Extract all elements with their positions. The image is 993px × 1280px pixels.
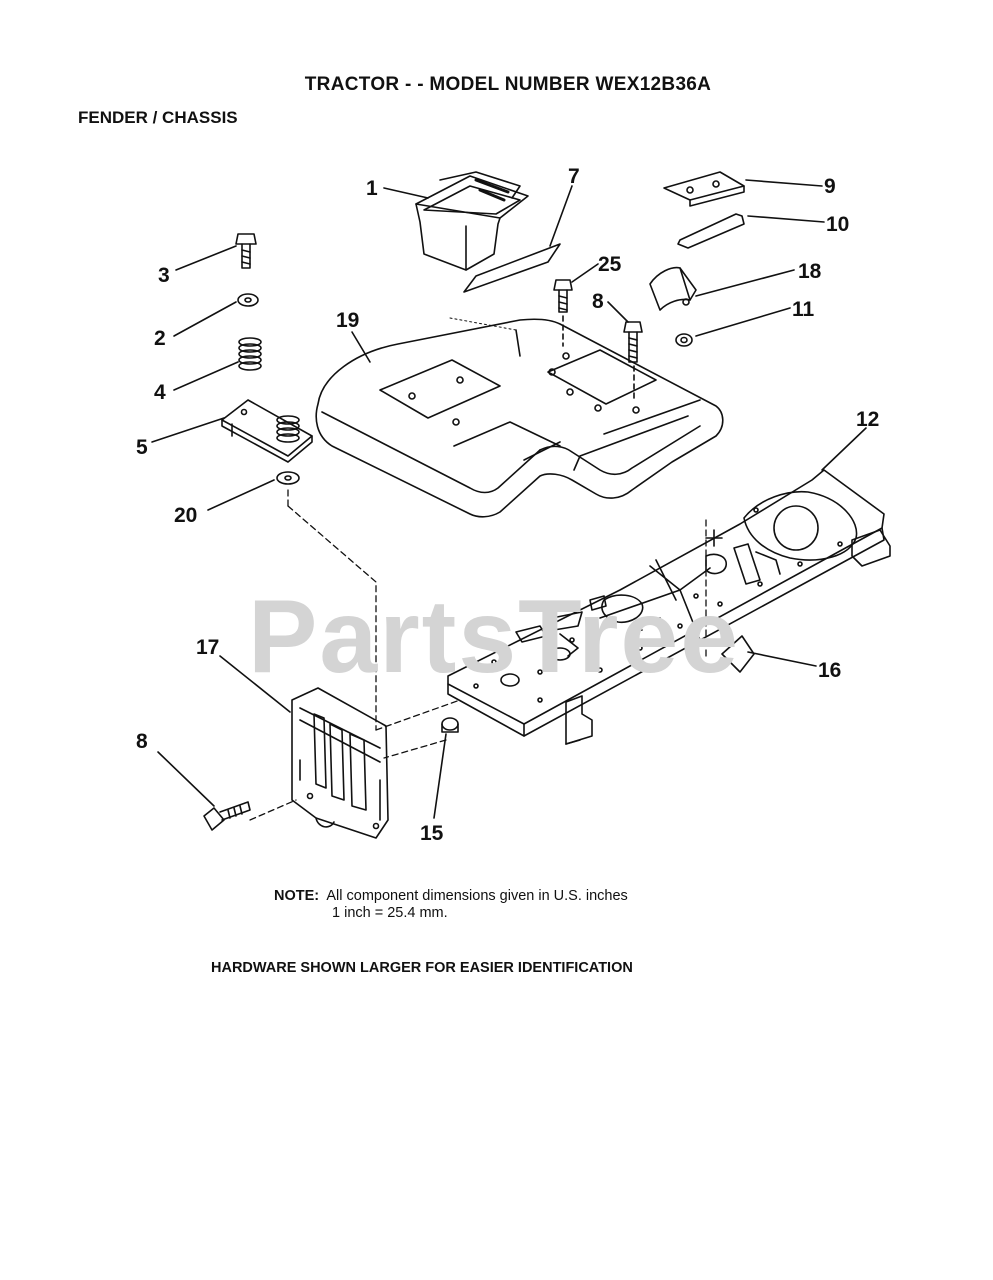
part-seat-bracket-5 bbox=[221, 399, 313, 463]
part-decal bbox=[463, 243, 561, 293]
callout-17: 17 bbox=[196, 636, 219, 659]
callout-8-upper: 8 bbox=[592, 290, 604, 313]
callout-1: 1 bbox=[366, 177, 378, 200]
callout-5: 5 bbox=[136, 436, 148, 459]
callout-3: 3 bbox=[158, 264, 170, 287]
callout-16: 16 bbox=[818, 659, 841, 682]
callout-15: 15 bbox=[420, 822, 444, 845]
dimension-note: NOTE: All component dimensions given in … bbox=[274, 888, 628, 922]
part-washer-2 bbox=[237, 293, 259, 307]
part-clip-18 bbox=[649, 266, 697, 311]
callout-8-lower: 8 bbox=[136, 730, 148, 753]
part-chassis-frame-12 bbox=[447, 469, 891, 745]
part-bolt-25 bbox=[553, 279, 573, 347]
part-plate-10 bbox=[677, 213, 745, 249]
part-storage-tray bbox=[415, 171, 529, 271]
callout-19: 19 bbox=[336, 309, 359, 332]
part-bracket-9 bbox=[663, 171, 745, 207]
callout-18: 18 bbox=[798, 260, 822, 283]
page-title: TRACTOR - - MODEL NUMBER WEX12B36A bbox=[304, 74, 712, 95]
part-clip-16 bbox=[721, 635, 755, 673]
part-bolt-3 bbox=[235, 233, 257, 269]
callout-20: 20 bbox=[174, 504, 197, 527]
part-bolt-8-upper bbox=[623, 321, 643, 399]
callout-12: 12 bbox=[856, 408, 879, 431]
part-bolt-8-lower bbox=[203, 801, 251, 831]
note-label: NOTE: bbox=[274, 888, 320, 904]
callout-25: 25 bbox=[598, 253, 622, 276]
callout-10: 10 bbox=[826, 213, 849, 236]
part-washer-20 bbox=[276, 471, 300, 485]
part-nut-15 bbox=[441, 717, 459, 733]
callout-4: 4 bbox=[154, 381, 166, 404]
hardware-note: HARDWARE SHOWN LARGER FOR EASIER IDENTIF… bbox=[211, 960, 633, 976]
part-spring-4 bbox=[238, 337, 262, 371]
section-subtitle: FENDER / CHASSIS bbox=[78, 108, 238, 127]
note-line2: 1 inch = 25.4 mm. bbox=[332, 905, 448, 921]
callout-9: 9 bbox=[824, 175, 836, 198]
callout-2: 2 bbox=[154, 327, 166, 350]
part-nut-11 bbox=[675, 333, 693, 347]
part-mounting-plate-17 bbox=[291, 687, 389, 839]
callout-11: 11 bbox=[792, 298, 815, 321]
callout-7: 7 bbox=[568, 165, 580, 188]
note-line1: All component dimensions given in U.S. i… bbox=[326, 888, 628, 904]
part-fender-19 bbox=[315, 317, 724, 518]
